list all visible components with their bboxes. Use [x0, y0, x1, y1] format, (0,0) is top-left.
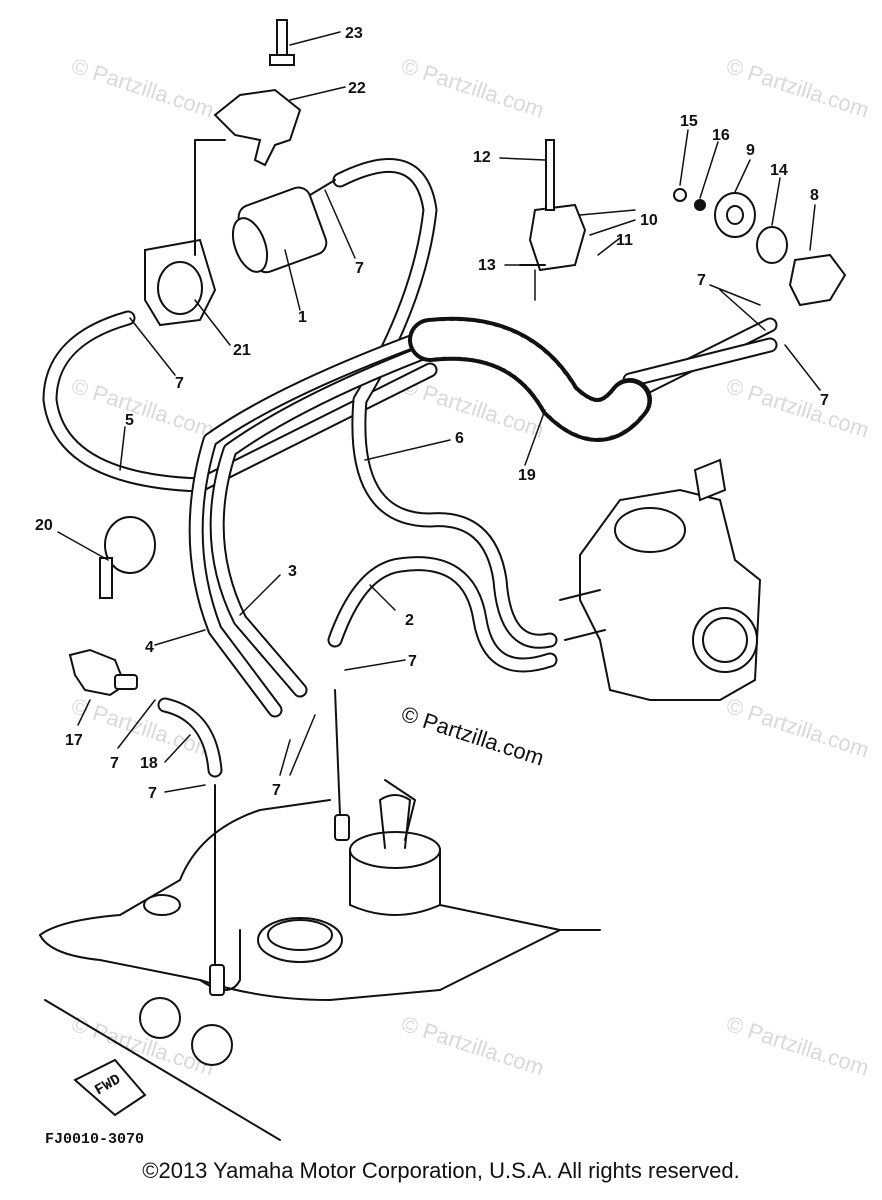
watermark: © Partzilla.com: [723, 693, 872, 763]
hoses: [42, 158, 778, 778]
callout-6: 6: [455, 430, 464, 447]
drawing-code: FJ0010-3070: [45, 1131, 144, 1148]
callout-23: 23: [345, 25, 363, 42]
watermark: © Partzilla.com: [723, 1011, 872, 1081]
callout-7: 7: [697, 272, 706, 289]
callout-5: 5: [125, 412, 134, 429]
callout-7: 7: [148, 785, 157, 802]
callout-18: 18: [140, 755, 158, 772]
band-clamp: [99, 516, 156, 599]
callout-7: 7: [175, 375, 184, 392]
copyright-footer: ©2013 Yamaha Motor Corporation, U.S.A. A…: [142, 1158, 740, 1183]
callout-4: 4: [145, 639, 154, 656]
carburetor: [559, 458, 762, 701]
primer-pump: [68, 648, 138, 697]
callout-20: 20: [35, 517, 53, 534]
callout-14: 14: [770, 162, 788, 179]
callout-1: 1: [298, 309, 307, 326]
bracket-top: [213, 19, 302, 167]
watermark: © Partzilla.com: [398, 53, 547, 123]
callout-7: 7: [355, 260, 364, 277]
callout-3: 3: [288, 563, 297, 580]
fuel-valve: [519, 139, 587, 301]
callout-16: 16: [712, 127, 730, 144]
fwd-arrow: FWD: [73, 1058, 147, 1117]
filter-bracket: [144, 139, 226, 327]
callout-19: 19: [518, 467, 536, 484]
watermark: © Partzilla.com: [723, 53, 872, 123]
callout-15: 15: [680, 113, 698, 130]
watermark: © Partzilla.com: [68, 53, 217, 123]
callout-12: 12: [473, 149, 491, 166]
watermark: © Partzilla.com: [68, 373, 217, 443]
callout-7: 7: [408, 653, 417, 670]
center-watermark: © Partzilla.com: [398, 701, 547, 771]
callout-7: 7: [820, 392, 829, 409]
fuel-filter: [231, 179, 336, 274]
watermark: © Partzilla.com: [723, 373, 872, 443]
callout-22: 22: [348, 80, 366, 97]
callout-21: 21: [233, 342, 251, 359]
tank-fittings: [139, 689, 350, 1066]
watermark: © Partzilla.com: [398, 1011, 547, 1081]
callout-2: 2: [405, 612, 414, 629]
fuel-sender: [349, 779, 441, 916]
fuel-tank: [39, 799, 601, 1141]
callout-10: 10: [640, 212, 658, 229]
callout-17: 17: [65, 732, 83, 749]
callout-numbers: 23 22 1 7 21 7 5 6 20 3 2 4 7 17 7 18 7 …: [35, 25, 829, 802]
fuel-cock-parts: [673, 188, 847, 307]
callout-7: 7: [110, 755, 119, 772]
callout-13: 13: [478, 257, 496, 274]
callout-7: 7: [272, 782, 281, 799]
corrugated-duct: [408, 316, 652, 442]
callout-8: 8: [810, 187, 819, 204]
callout-11: 11: [616, 232, 633, 249]
leader-lines: [57, 31, 821, 793]
callout-9: 9: [746, 142, 755, 159]
